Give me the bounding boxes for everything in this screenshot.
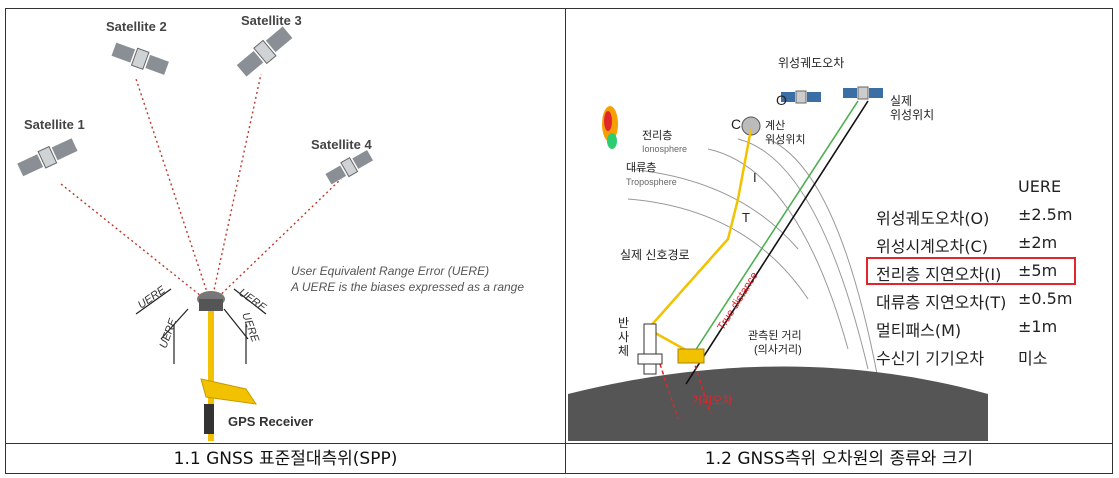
computed-sat-label-2: 위성위치 — [765, 133, 805, 146]
satellite-2-icon — [111, 42, 169, 75]
satellite-4-icon — [325, 149, 374, 185]
error-row-iono-value: ±5m — [1018, 261, 1058, 280]
caption-spp: 1.1 GNSS 표준절대측위(SPP) — [173, 449, 398, 469]
range-lines — [60, 73, 342, 305]
true-distance-line — [692, 100, 859, 355]
error-source-diagram: 위성궤도오차 O C I T 실제 위성위치 계산 위성위치 전리층 Ionos… — [568, 56, 988, 441]
caption-error-sources: 1.2 GNSS측위 오차원의 종류와 크기 — [704, 449, 974, 469]
error-row-clock-value: ±2m — [1018, 233, 1058, 252]
uere-label-left-top: UERE — [136, 284, 168, 312]
uere-label-left-bottom: UERE — [158, 317, 180, 350]
gps-receiver-label: GPS Receiver — [228, 414, 313, 429]
letter-i: I — [753, 170, 757, 185]
error-row-orbit-value: ±2.5m — [1018, 205, 1073, 224]
error-row-receiver-name: 수신기 기기오차 — [876, 349, 985, 368]
observed-distance-label-2: (의사거리) — [754, 343, 802, 356]
actual-satellite-icon — [843, 86, 883, 100]
satellite-4-label: Satellite 4 — [311, 137, 372, 152]
error-row-orbit-name: 위성궤도오차(O) — [876, 209, 990, 228]
troposphere-ko-label: 대류층 — [626, 161, 656, 174]
satellite-3-icon — [236, 26, 293, 77]
computed-sat-label-1: 계산 — [765, 119, 785, 132]
orbit-error-label: 위성궤도오차 — [778, 56, 844, 70]
uere-table-header: UERE — [1018, 177, 1062, 196]
actual-signal-path — [646, 128, 753, 356]
error-row-tropo-name: 대류층 지연오차(T) — [876, 293, 1007, 312]
receiver-icon — [677, 348, 705, 364]
atmosphere-arcs — [627, 138, 879, 380]
range-error-dash-1 — [659, 363, 679, 420]
reflector-icon — [637, 323, 663, 375]
panel-divider — [565, 9, 566, 473]
actual-sat-label-1: 실제 — [890, 94, 912, 108]
ionosphere-en-label: Ionosphere — [642, 144, 687, 154]
uere-label-right-bottom: UERE — [239, 311, 261, 344]
uere-brackets — [135, 288, 267, 364]
gps-receiver-icon — [197, 291, 258, 441]
observed-distance-line — [685, 100, 869, 385]
uere-table: UERE 위성궤도오차(O) ±2.5m 위성시계오차(C) ±2m 전리층 지… — [866, 177, 1086, 397]
uere-label-right-top: UERE — [236, 287, 268, 315]
caption-divider — [6, 443, 1112, 444]
error-row-tropo-value: ±0.5m — [1018, 289, 1073, 308]
figure-frame: Satellite 1 Satellite 2 Satellite 3 Sate… — [5, 8, 1113, 474]
spp-diagram: Satellite 1 Satellite 2 Satellite 3 Sate… — [17, 13, 524, 441]
error-row-multipath-name: 멀티패스(M) — [876, 321, 962, 340]
range-error-label: 거리오차 — [692, 394, 732, 407]
error-row-clock-name: 위성시계오차(C) — [876, 237, 988, 256]
satellite-3-label: Satellite 3 — [241, 13, 302, 28]
weather-cloud-icon — [602, 106, 618, 149]
orbit-satellite-icon — [781, 90, 821, 104]
reflector-label-2: 사 — [618, 330, 629, 344]
uere-note-line1: User Equivalent Range Error (UERE) — [291, 264, 489, 278]
satellite-2-label: Satellite 2 — [106, 19, 167, 34]
range-error-dash-2 — [692, 358, 711, 414]
signal-path-label: 실제 신호경로 — [620, 248, 690, 262]
observed-distance-label-1: 관측된 거리 — [748, 329, 802, 342]
letter-t: T — [742, 210, 750, 225]
ionosphere-ko-label: 전리층 — [642, 129, 672, 142]
actual-sat-label-2: 위성위치 — [890, 108, 934, 122]
true-distance-label: True distance — [715, 270, 760, 333]
reflector-label-1: 반 — [618, 316, 629, 330]
error-row-receiver-value: 미소 — [1018, 349, 1048, 368]
uere-note-line2: A UERE is the biases expressed as a rang… — [290, 280, 524, 294]
letter-c: C — [731, 116, 741, 132]
reflector-label-3: 체 — [618, 344, 629, 358]
troposphere-en-label: Troposphere — [626, 177, 677, 187]
error-row-multipath-value: ±1m — [1018, 317, 1058, 336]
satellite-1-label: Satellite 1 — [24, 117, 85, 132]
satellite-1-icon — [17, 138, 78, 177]
highlight-box — [866, 257, 1076, 285]
letter-o: O — [776, 92, 787, 108]
error-row-iono-name: 전리층 지연오차(I) — [876, 265, 1002, 284]
earth-surface — [568, 366, 988, 441]
